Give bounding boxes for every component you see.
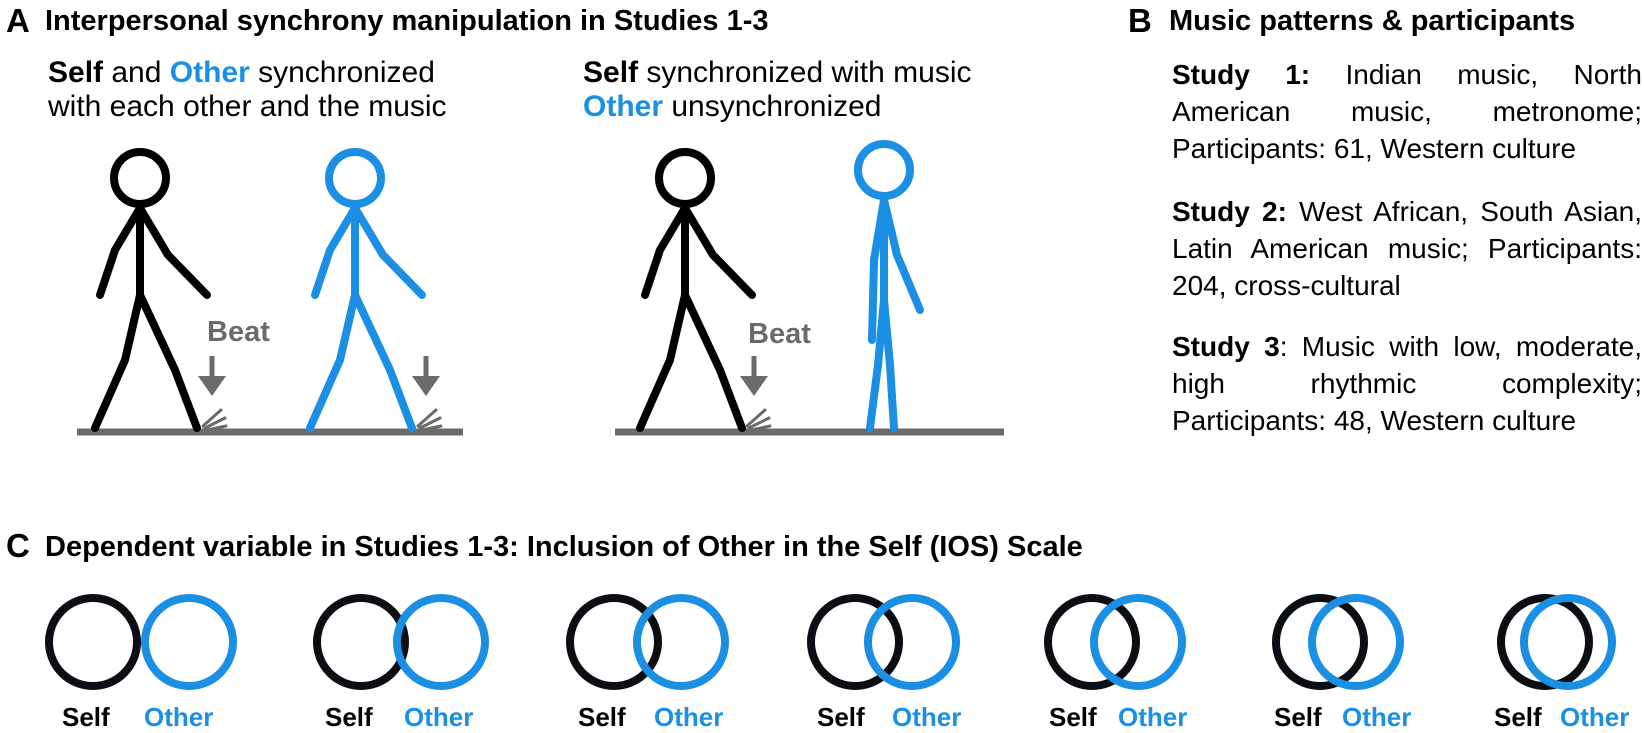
- study-2-description: Study 2: West African, South Asian, Lati…: [1172, 193, 1642, 304]
- study-3-label: Study 3: [1172, 331, 1280, 362]
- ios-other-label: Other: [1118, 702, 1188, 732]
- ios-self-label: Self: [1274, 702, 1322, 732]
- panel-a-title: Interpersonal synchrony manipulation in …: [45, 5, 769, 37]
- self-stick-figure-left: [91, 148, 211, 432]
- ios-pair-6: [1272, 594, 1404, 690]
- study-2-text: West African, South Asian, Latin America…: [1172, 196, 1642, 301]
- beat-arrow-icon: [740, 356, 768, 396]
- ios-self-label: Self: [62, 702, 110, 732]
- step-impact-icon: [201, 408, 228, 432]
- ios-pair-5: [1044, 594, 1186, 690]
- panel-a-letter: A: [6, 2, 30, 39]
- caption-self: Self: [583, 56, 639, 89]
- panel-b-letter: B: [1128, 2, 1152, 39]
- caption-line1-rest: synchronized with music: [638, 56, 972, 89]
- beat-label-right: Beat: [748, 318, 811, 350]
- caption-self: Self: [48, 56, 104, 89]
- other-stick-figure-right: [854, 140, 924, 432]
- ios-self-label: Self: [1049, 702, 1097, 732]
- study-1-label: Study 1:: [1172, 59, 1311, 90]
- study-3-description: Study 3: Music with low, moderate, high …: [1172, 328, 1642, 439]
- step-impact-icon: [745, 408, 772, 432]
- beat-arrow-icon: [198, 356, 226, 396]
- panel-b-title: Music patterns & participants: [1169, 5, 1576, 37]
- caption-other: Other: [169, 56, 250, 89]
- study-3-text: : Music with low, moderate, high rhythmi…: [1172, 331, 1642, 436]
- ios-pair-4: [807, 594, 960, 690]
- synchronized-caption: Self and Other synchronized with each ot…: [48, 56, 447, 124]
- ios-other-label: Other: [1560, 702, 1630, 732]
- caption-and: and: [103, 56, 170, 89]
- ios-other-label: Other: [404, 702, 474, 732]
- ios-pair-7: [1497, 594, 1616, 690]
- caption-other: Other: [583, 90, 664, 123]
- ios-self-label: Self: [325, 702, 373, 732]
- ios-pair-3: [566, 594, 729, 690]
- beat-label-left: Beat: [207, 316, 270, 348]
- panel-c-letter: C: [6, 527, 30, 564]
- ios-pair-2: [313, 594, 489, 690]
- ios-self-label: Self: [578, 702, 626, 732]
- caption-line2: with each other and the music: [48, 90, 447, 123]
- beat-arrow-icon: [412, 356, 440, 396]
- panel-c-title: Dependent variable in Studies 1-3: Inclu…: [45, 531, 1083, 563]
- unsynchronized-caption: Self synchronized with music Other unsyn…: [583, 56, 972, 124]
- ios-other-label: Other: [892, 702, 962, 732]
- self-stick-figure-right: [636, 148, 756, 432]
- other-stick-figure-left: [306, 148, 426, 432]
- caption-line2-rest: unsynchronized: [663, 90, 882, 123]
- study-2-label: Study 2:: [1172, 196, 1287, 227]
- study-1-text: Indian music, North American music, metr…: [1172, 59, 1642, 164]
- ios-self-label: Self: [817, 702, 865, 732]
- ios-other-label: Other: [1342, 702, 1412, 732]
- ios-pair-1: [45, 594, 237, 690]
- ios-other-label: Other: [654, 702, 724, 732]
- step-impact-icon: [416, 408, 443, 432]
- study-1-description: Study 1: Indian music, North American mu…: [1172, 56, 1642, 167]
- ios-other-label: Other: [144, 702, 214, 732]
- ios-self-label: Self: [1494, 702, 1542, 732]
- caption-synchronized: synchronized: [249, 56, 435, 89]
- ios-circles: [45, 594, 1616, 690]
